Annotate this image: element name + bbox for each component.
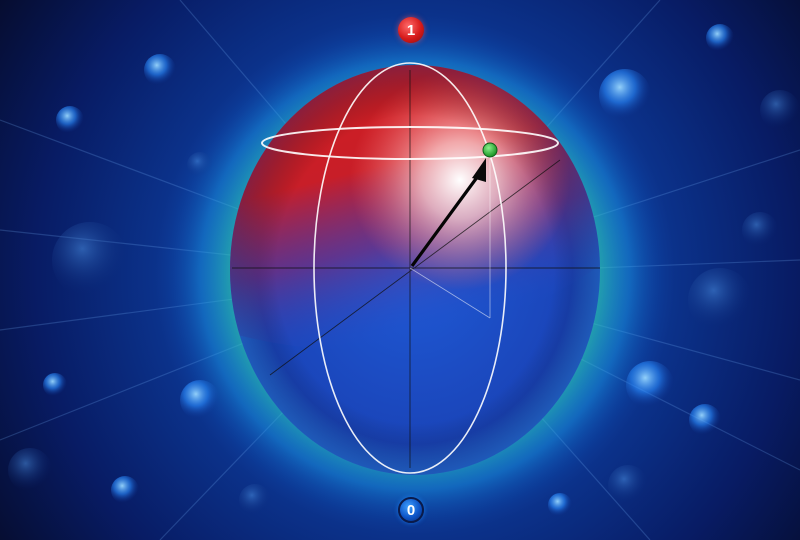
meridian-circle	[313, 62, 507, 474]
state-one-label: 1	[398, 17, 424, 43]
green-dot-icon	[482, 142, 498, 158]
coordinate-axes	[232, 70, 600, 468]
projection-lines	[409, 150, 491, 319]
state-vector	[410, 158, 486, 267]
bloch-sphere	[230, 65, 600, 475]
latitude-circle	[261, 126, 559, 160]
state-zero-label: 0	[398, 497, 424, 523]
